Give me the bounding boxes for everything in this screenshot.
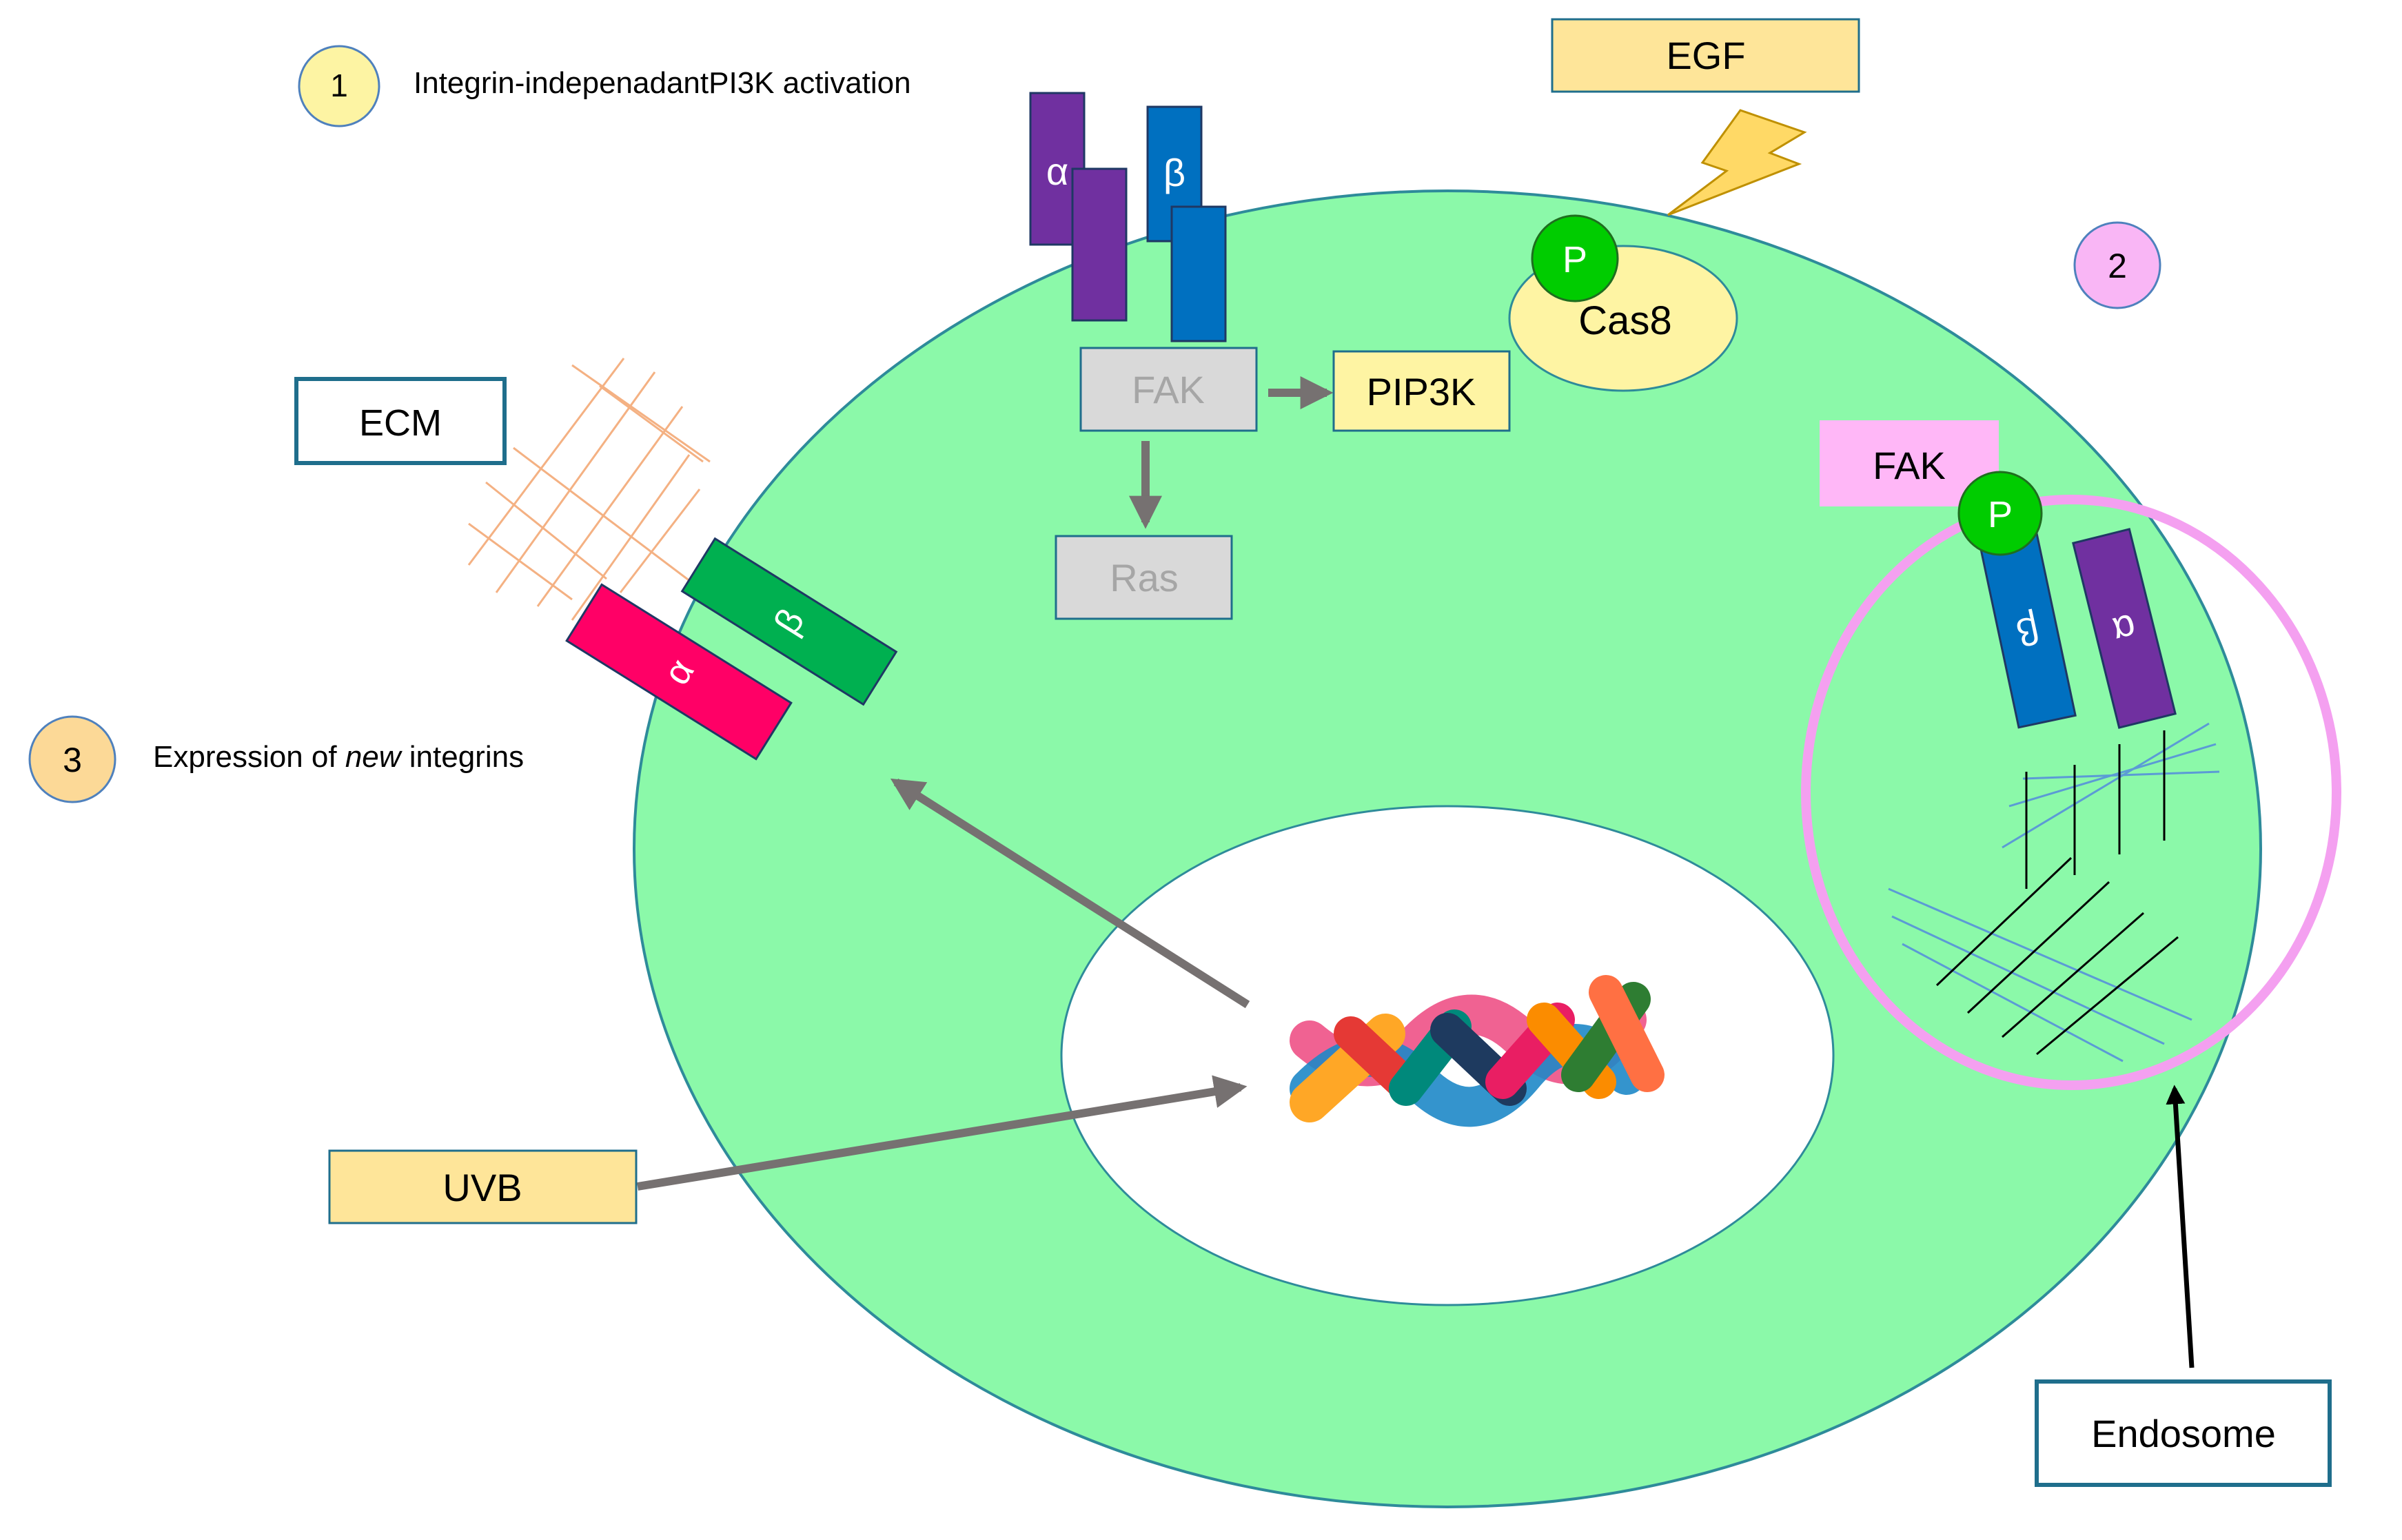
cas8-label: Cas8 xyxy=(1578,298,1671,343)
step-2-badge xyxy=(2073,221,2161,309)
top-integrin-alpha-lower xyxy=(1071,167,1128,322)
ecm-label: ECM xyxy=(359,402,442,444)
endosome-membrane xyxy=(1801,495,2341,1090)
endosome-ecm-mesh-upper xyxy=(2002,722,2220,889)
endosome-phospho xyxy=(1957,471,2043,556)
top-integrin-alpha-label: α xyxy=(1046,150,1068,193)
ras-box xyxy=(1055,535,1233,620)
pip3k-label: PIP3K xyxy=(1367,370,1476,413)
step-1-badge xyxy=(298,45,380,127)
dna-helix-icon xyxy=(1290,975,1665,1127)
step-3-caption: Expression of new integrins xyxy=(153,740,524,774)
cas8-phospho xyxy=(1531,214,1619,302)
left-integrin-beta: β xyxy=(680,537,898,706)
ecm-label-box xyxy=(294,377,507,465)
uvb-box xyxy=(328,1149,638,1224)
egf-label: EGF xyxy=(1666,34,1745,77)
ras-label: Ras xyxy=(1110,556,1179,599)
arrow-uvb-to-dna xyxy=(637,1075,1248,1191)
left-integrin-alpha: α xyxy=(565,583,793,761)
endosome-label-box xyxy=(2035,1379,2332,1487)
endosome-ecm-mesh-lower xyxy=(1888,856,2192,1062)
top-integrin-beta-label: β xyxy=(1163,151,1185,194)
endosome-phospho-label: P xyxy=(1988,494,2013,535)
step-1-caption: Integrin-indepenadantPI3K activation xyxy=(414,66,911,100)
endosome-integrin-alpha: α xyxy=(2072,528,2177,729)
arrow-endosome-pointer xyxy=(2166,1085,2195,1368)
uvb-label: UVB xyxy=(442,1166,522,1209)
endosome-label: Endosome xyxy=(2091,1412,2276,1455)
step-1-number: 1 xyxy=(330,68,348,103)
step-3-badge xyxy=(28,715,116,803)
cas8-phospho-label: P xyxy=(1563,239,1587,280)
fak-endosome-label: FAK xyxy=(1873,444,1946,487)
lightning-icon xyxy=(1667,109,1807,216)
ecm-orange-mesh xyxy=(467,358,711,621)
step-2-number: 2 xyxy=(2108,247,2127,285)
step-3-number: 3 xyxy=(63,741,82,779)
fak-top-box xyxy=(1079,347,1258,432)
arrow-dna-to-integrins xyxy=(890,778,1250,1009)
fak-top-label: FAK xyxy=(1132,368,1205,411)
pip3k-box xyxy=(1332,350,1511,432)
top-integrin-beta-lower xyxy=(1170,205,1227,342)
egf-box xyxy=(1551,18,1860,93)
